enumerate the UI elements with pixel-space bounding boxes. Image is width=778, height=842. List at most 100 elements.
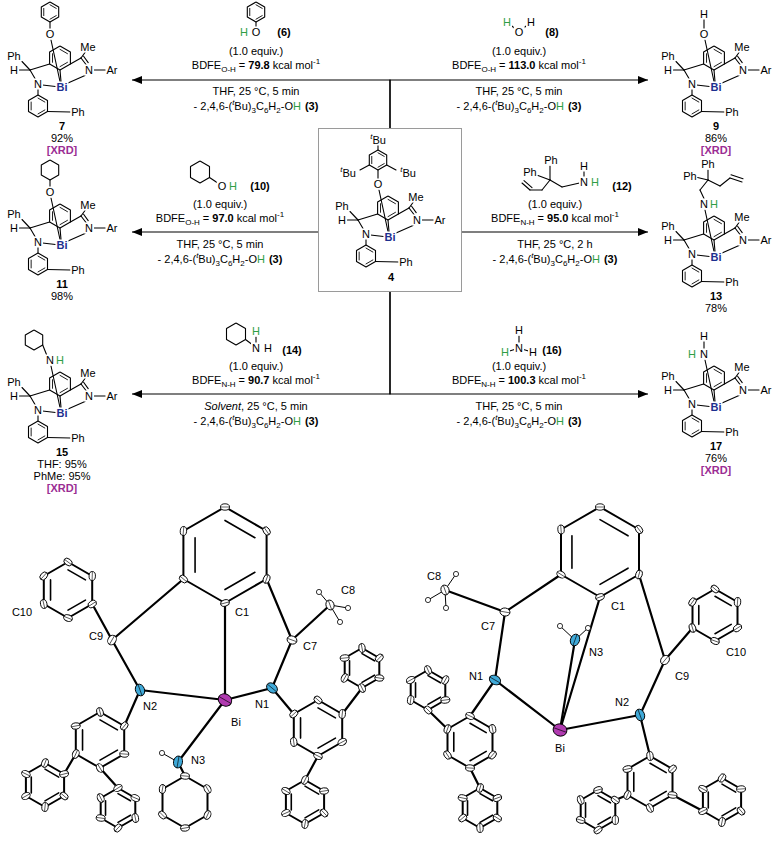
atom-label: Me	[733, 362, 750, 373]
bond-line	[387, 165, 396, 170]
ellipsoid-axis	[492, 725, 494, 734]
ellipsoid-axis	[88, 602, 96, 607]
ring	[41, 160, 58, 180]
atom-symbol: N	[413, 214, 421, 226]
ring	[44, 562, 92, 618]
condition-text: H	[531, 100, 539, 112]
reaction-text: BDFEN-H=90.7kcal mol-1	[192, 373, 320, 389]
atom-label: Ph	[6, 377, 21, 388]
condition-text: - 2,4,6-(	[194, 415, 233, 427]
bond-line	[52, 380, 53, 389]
bond-line	[376, 261, 399, 263]
bond-line	[722, 246, 739, 254]
bond-line	[684, 70, 689, 79]
atom-symbol: Ph	[661, 370, 674, 382]
bond-line	[388, 212, 395, 216]
ring	[693, 589, 738, 641]
thermal-ellipsoid	[476, 783, 485, 793]
ring	[26, 763, 64, 807]
atom-label: Ph	[660, 51, 675, 62]
thermal-ellipsoid	[216, 691, 234, 708]
bond-line	[43, 345, 47, 355]
thermal-ellipsoid	[280, 786, 291, 796]
thermal-ellipsoid	[180, 824, 190, 832]
thermal-ellipsoid	[337, 737, 348, 747]
thermal-ellipsoid	[634, 524, 645, 535]
atom-symbol: Ph	[523, 166, 536, 178]
bond-line	[692, 110, 699, 114]
atom-label: tBu	[369, 133, 387, 146]
product-compound: 1198%	[2, 158, 132, 308]
ellipsoid-axis	[493, 796, 501, 799]
ellipsoid-axis	[177, 756, 179, 768]
condition-text: 6	[264, 421, 268, 430]
thermal-ellipsoid	[492, 813, 503, 823]
bond-line	[178, 700, 225, 762]
atom-label: C7	[480, 621, 496, 632]
bond-line	[700, 190, 704, 199]
bond-line	[560, 640, 575, 730]
thermal-ellipsoid	[130, 793, 141, 802]
bond-line	[691, 260, 692, 266]
bond-line	[738, 226, 743, 232]
atom-label: O	[699, 29, 710, 40]
thermal-ellipsoid	[40, 599, 48, 609]
atom-symbol: Ph	[7, 208, 20, 220]
reaction-text: BDFEN-H=100.3kcal mol-1	[452, 373, 586, 389]
ellipsoid-axis	[560, 525, 562, 534]
atom-label: tBu	[339, 166, 357, 179]
thermal-ellipsoid	[112, 783, 123, 793]
atom-symbol: H	[591, 176, 599, 188]
atom-label: Ph	[543, 155, 558, 166]
bond-line	[272, 640, 292, 688]
bond-line	[38, 110, 45, 114]
condition-text: BDFE	[192, 374, 221, 386]
bond-line	[256, 5, 262, 9]
bond-line	[511, 25, 516, 29]
bond-line	[380, 204, 381, 213]
bond-line	[640, 660, 665, 715]
ellipsoid-axis	[44, 803, 46, 812]
bond-line	[30, 396, 35, 405]
thermal-ellipsoid	[313, 751, 324, 761]
thermal-ellipsoid	[220, 599, 230, 608]
atom-label: N	[84, 391, 94, 402]
ring	[357, 245, 376, 267]
ring	[345, 648, 380, 688]
bond-line	[60, 228, 61, 240]
ellipsoid-axis	[206, 811, 210, 819]
yield-text: 86%	[705, 133, 727, 144]
atom-symbol: H	[56, 354, 64, 366]
thermal-ellipsoid	[443, 724, 452, 735]
bond-line	[707, 170, 708, 180]
ellipsoid-axis	[183, 527, 185, 536]
bond-line	[358, 220, 363, 229]
bond-line	[84, 382, 89, 388]
bond-line	[300, 718, 302, 738]
atom-symbol: C9	[675, 670, 689, 682]
reaction-text: BDFEO-H=113.0kcal mol-1	[452, 58, 586, 74]
thermal-ellipsoid	[120, 750, 129, 757]
atom-label: N	[687, 249, 697, 260]
condition-text: - 2,4,6-(	[158, 253, 197, 265]
bond-line	[685, 422, 686, 430]
condition-text: 6	[228, 259, 232, 268]
atom-symbol: Bi	[57, 81, 68, 93]
thermal-ellipsoid	[319, 787, 329, 795]
bond-line	[598, 817, 610, 824]
ellipsoid-axis	[99, 794, 103, 802]
thermal-ellipsoid	[667, 764, 678, 775]
bond-line	[43, 85, 56, 87]
ellipsoid-axis	[219, 697, 231, 704]
thermal-ellipsoid	[203, 810, 213, 821]
ellipsoid-axis	[342, 674, 346, 682]
atom-symbol: Ar	[107, 390, 118, 402]
bond-line	[38, 424, 45, 428]
thermal-ellipsoid	[340, 673, 350, 684]
bond-line	[480, 815, 492, 822]
condition-text: 6	[527, 421, 531, 430]
atom-symbol: N	[34, 404, 42, 416]
bond-line	[698, 178, 709, 181]
hydrogen-atom	[316, 589, 321, 594]
bond-line	[70, 58, 81, 64]
